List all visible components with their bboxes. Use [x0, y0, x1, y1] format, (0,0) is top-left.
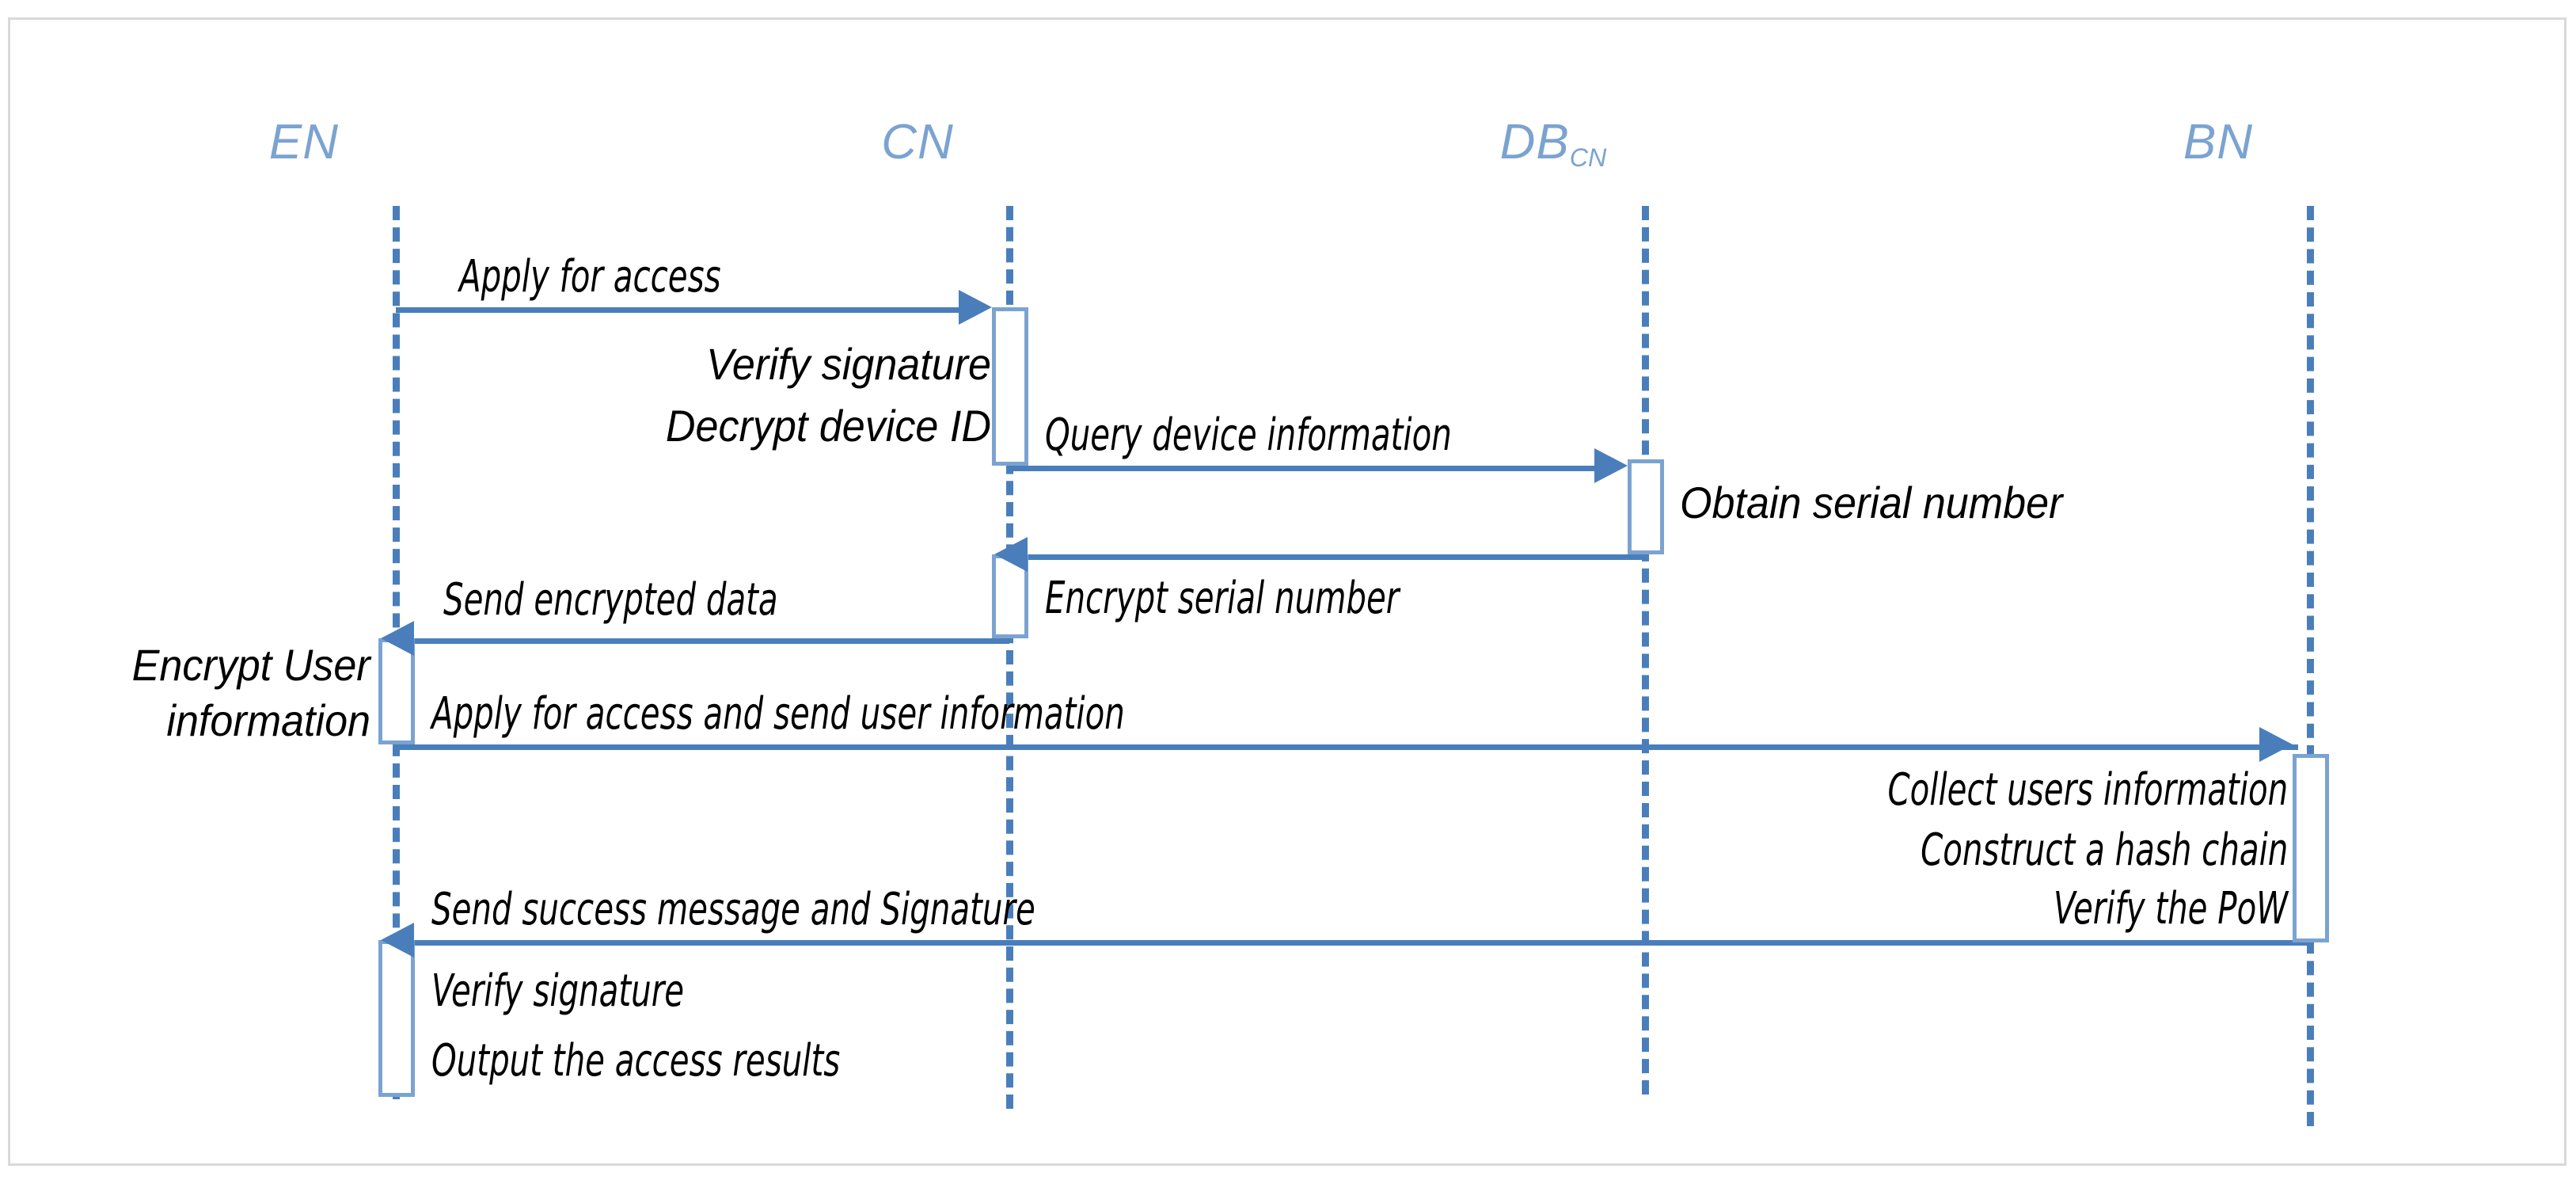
lifeline-db: [1642, 206, 1649, 1095]
participant-label-db-subscript: CN: [1569, 143, 1607, 173]
note-en-verify-signature: Verify signature: [431, 965, 685, 1017]
message-arrowhead-send-encrypted-data: [381, 621, 414, 656]
message-line-send-success-message[interactable]: [414, 940, 2310, 946]
activation-bn-collect[interactable]: [2293, 754, 2329, 942]
note-en-encrypt-user: Encrypt User: [132, 640, 370, 690]
message-label-query-device-information: Query device information: [1045, 409, 1452, 461]
message-line-send-encrypted-data[interactable]: [414, 638, 1009, 644]
activation-cn-verify[interactable]: [992, 307, 1028, 466]
participant-label-db: DBCN: [1499, 115, 1607, 171]
message-label-encrypt-serial-number: Encrypt serial number: [1045, 573, 1400, 624]
note-bn-construct-hash-chain: Construct a hash chain: [1920, 824, 2288, 876]
participant-box-db[interactable]: DBCN: [1461, 79, 1645, 206]
message-arrowhead-send-success-message: [381, 923, 414, 957]
participant-box-en[interactable]: EN: [212, 79, 396, 206]
message-line-apply-access-send-user-info[interactable]: [396, 744, 2298, 750]
participant-label-db-main: DB: [1499, 115, 1570, 169]
message-arrowhead-apply-access-send-user-info: [2259, 727, 2293, 762]
note-bn-collect-users-information: Collect users information: [1887, 764, 2288, 816]
message-label-apply-for-access: Apply for access: [459, 251, 721, 303]
message-line-encrypt-serial-number[interactable]: [1028, 554, 1645, 560]
participant-label-en: EN: [268, 115, 340, 169]
message-arrowhead-query-device-information: [1594, 448, 1628, 483]
message-label-apply-access-send-user-info: Apply for access and send user informati…: [431, 688, 1125, 740]
message-arrowhead-encrypt-serial-number: [994, 537, 1028, 572]
diagram-frame: [8, 17, 2567, 1166]
lifeline-bn: [2307, 206, 2314, 1126]
note-bn-verify-pow: Verify the PoW: [2053, 883, 2288, 935]
activation-db-obtain[interactable]: [1628, 459, 1664, 554]
message-line-query-device-information[interactable]: [1009, 466, 1600, 471]
note-db-obtain-serial-number: Obtain serial number: [1680, 478, 2063, 527]
participant-box-bn[interactable]: BN: [2126, 79, 2310, 206]
note-en-output-access-results: Output the access results: [431, 1035, 841, 1087]
note-cn-decrypt-device-id: Decrypt device ID: [665, 401, 991, 451]
activation-en-verify[interactable]: [378, 940, 415, 1097]
note-en-encrypt-information: information: [166, 695, 370, 745]
participant-box-cn[interactable]: CN: [826, 79, 1009, 206]
activation-en-encrypt[interactable]: [378, 638, 415, 744]
message-line-apply-for-access[interactable]: [396, 307, 964, 313]
participant-label-cn: CN: [881, 115, 954, 169]
note-cn-verify-signature: Verify signature: [706, 339, 991, 389]
message-label-send-encrypted-data: Send encrypted data: [443, 574, 778, 626]
message-arrowhead-apply-for-access: [959, 290, 992, 325]
message-label-send-success-message: Send success message and Signature: [431, 884, 1035, 935]
lifeline-cn: [1006, 206, 1013, 1109]
participant-label-bn: BN: [2183, 115, 2254, 169]
